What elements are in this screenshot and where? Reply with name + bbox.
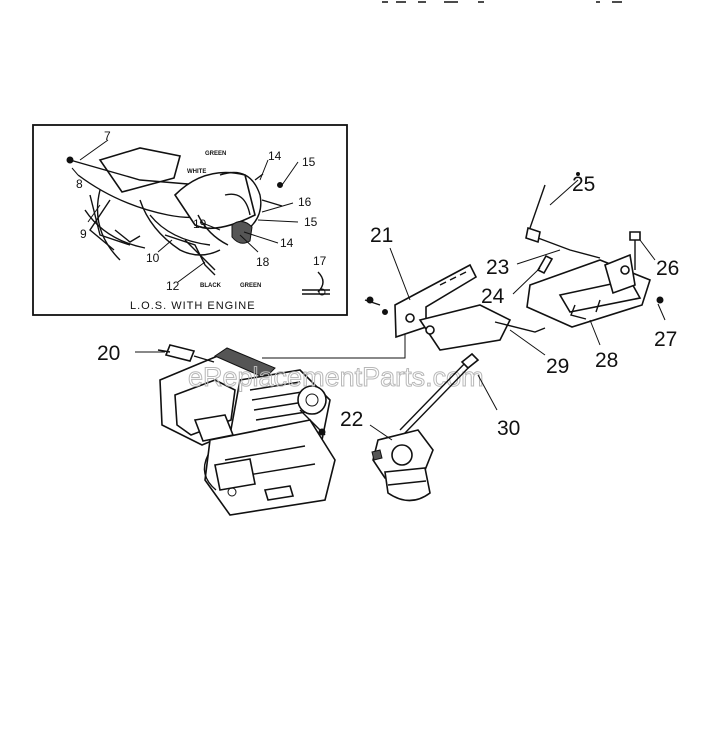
- callout-28: 28: [595, 349, 618, 372]
- inset-callout-15-bottom: 15: [304, 215, 318, 229]
- callout-22: 22: [340, 408, 363, 431]
- inset-callout-8: 8: [76, 177, 83, 191]
- throttle-bracket-illustration: [512, 172, 666, 346]
- inset-callout-19: 19: [193, 217, 207, 231]
- inset-callout-14-bottom: 14: [280, 236, 294, 250]
- inset-callout-10: 10: [146, 251, 160, 265]
- callout-30: 30: [497, 417, 520, 440]
- inset-callout-7: 7: [104, 129, 111, 143]
- wire-label-green-bottom: GREEN: [240, 283, 261, 289]
- wire-label-green-top: GREEN: [205, 151, 226, 157]
- callout-23: 23: [486, 256, 509, 279]
- callout-26: 26: [656, 257, 679, 280]
- callout-21: 21: [370, 224, 393, 247]
- inset-callout-15-top: 15: [302, 155, 316, 169]
- inset-callout-9: 9: [80, 227, 87, 241]
- carburetor-illustration: [369, 352, 498, 502]
- inset-callout-18: 18: [256, 255, 270, 269]
- callout-27: 27: [654, 328, 677, 351]
- bracket-illustration: [364, 247, 546, 356]
- wire-label-white: WHITE: [187, 169, 206, 175]
- inset-panel: GREEN WHITE BLACK GREEN 7 8 9 10 12 14 1…: [32, 124, 348, 316]
- callout-20: 20: [97, 342, 120, 365]
- engine-illustration: [135, 330, 406, 516]
- inset-callout-12: 12: [166, 279, 180, 293]
- callout-24: 24: [481, 285, 505, 308]
- watermark-text: eReplacementParts.com: [188, 362, 484, 392]
- callout-25: 25: [572, 173, 595, 196]
- wire-label-black: BLACK: [200, 283, 222, 289]
- callout-29: 29: [546, 355, 569, 378]
- inset-caption: L.O.S. WITH ENGINE: [130, 300, 256, 312]
- inset-callout-14-top: 14: [268, 149, 282, 163]
- inset-callout-16: 16: [298, 195, 312, 209]
- inset-callout-17: 17: [313, 254, 327, 268]
- inset-wiring-illustration: [66, 139, 330, 296]
